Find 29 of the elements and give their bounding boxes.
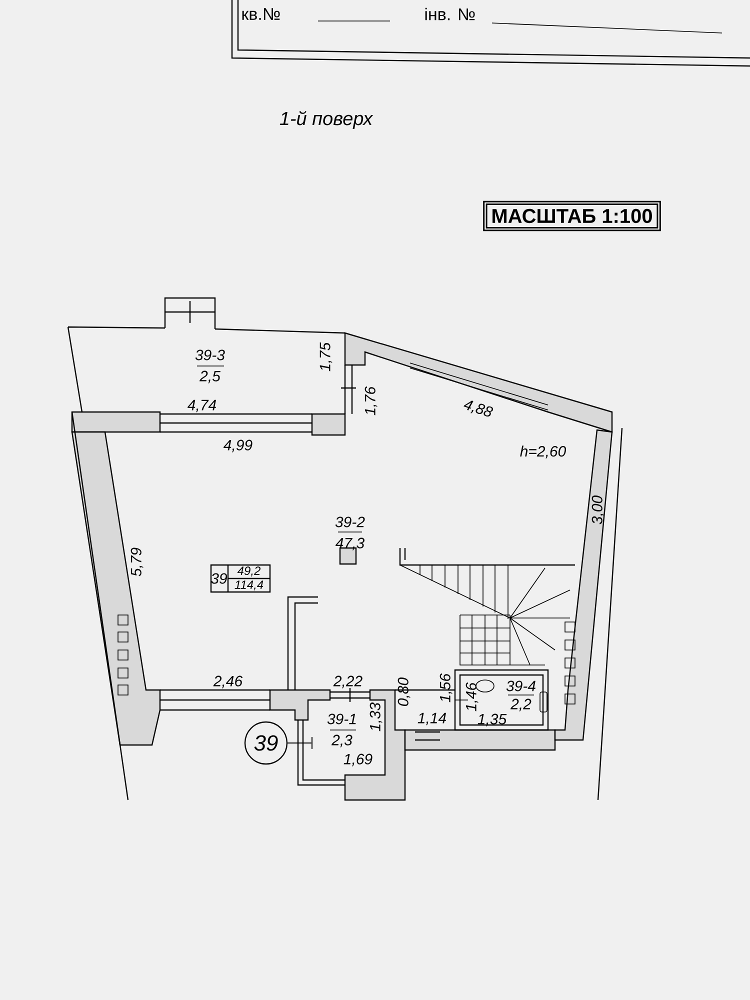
dimension-label: 4,99 — [224, 440, 252, 452]
dimension-label: 0,80 — [398, 678, 410, 706]
dimension-label: 3,00 — [592, 496, 604, 524]
dimension-label: 1,76 — [364, 386, 378, 416]
room-area: 2,5 — [199, 370, 220, 384]
dimension-label: 1,35 — [478, 714, 507, 726]
room-number: 39-1 — [327, 714, 356, 724]
dimension-label: 1,75 — [320, 342, 332, 372]
room-area: 2,3 — [331, 734, 352, 748]
dimension-label: 1,46 — [466, 682, 478, 712]
dimension-label: 2,46 — [213, 676, 243, 688]
dimension-label: 4,88 — [464, 400, 494, 417]
dimension-label: 4,74 — [188, 400, 216, 412]
room-area: 2,2 — [510, 698, 532, 712]
room-area: 47,3 — [336, 538, 364, 550]
form-header-box: кв.№ інв. № — [231, 0, 750, 67]
dimension-label: 1,33 — [370, 702, 382, 732]
dimension-label: 1,56 — [440, 673, 452, 702]
leader-line — [287, 742, 312, 744]
dimension-label: 1,14 — [418, 712, 446, 726]
room-number: 39-2 — [335, 516, 365, 528]
dimension-label: 2,22 — [333, 676, 362, 688]
ceiling-height-label: h=2,60 — [520, 446, 566, 458]
room-number: 39-3 — [195, 350, 225, 360]
scale-box: МАСШТАБ 1:100 — [483, 200, 661, 232]
dimension-label: 5,79 — [130, 548, 144, 576]
floor-title: 1-й поверх — [280, 111, 374, 129]
room-number: 39-4 — [506, 680, 536, 692]
dimension-label: 1,69 — [344, 754, 372, 766]
